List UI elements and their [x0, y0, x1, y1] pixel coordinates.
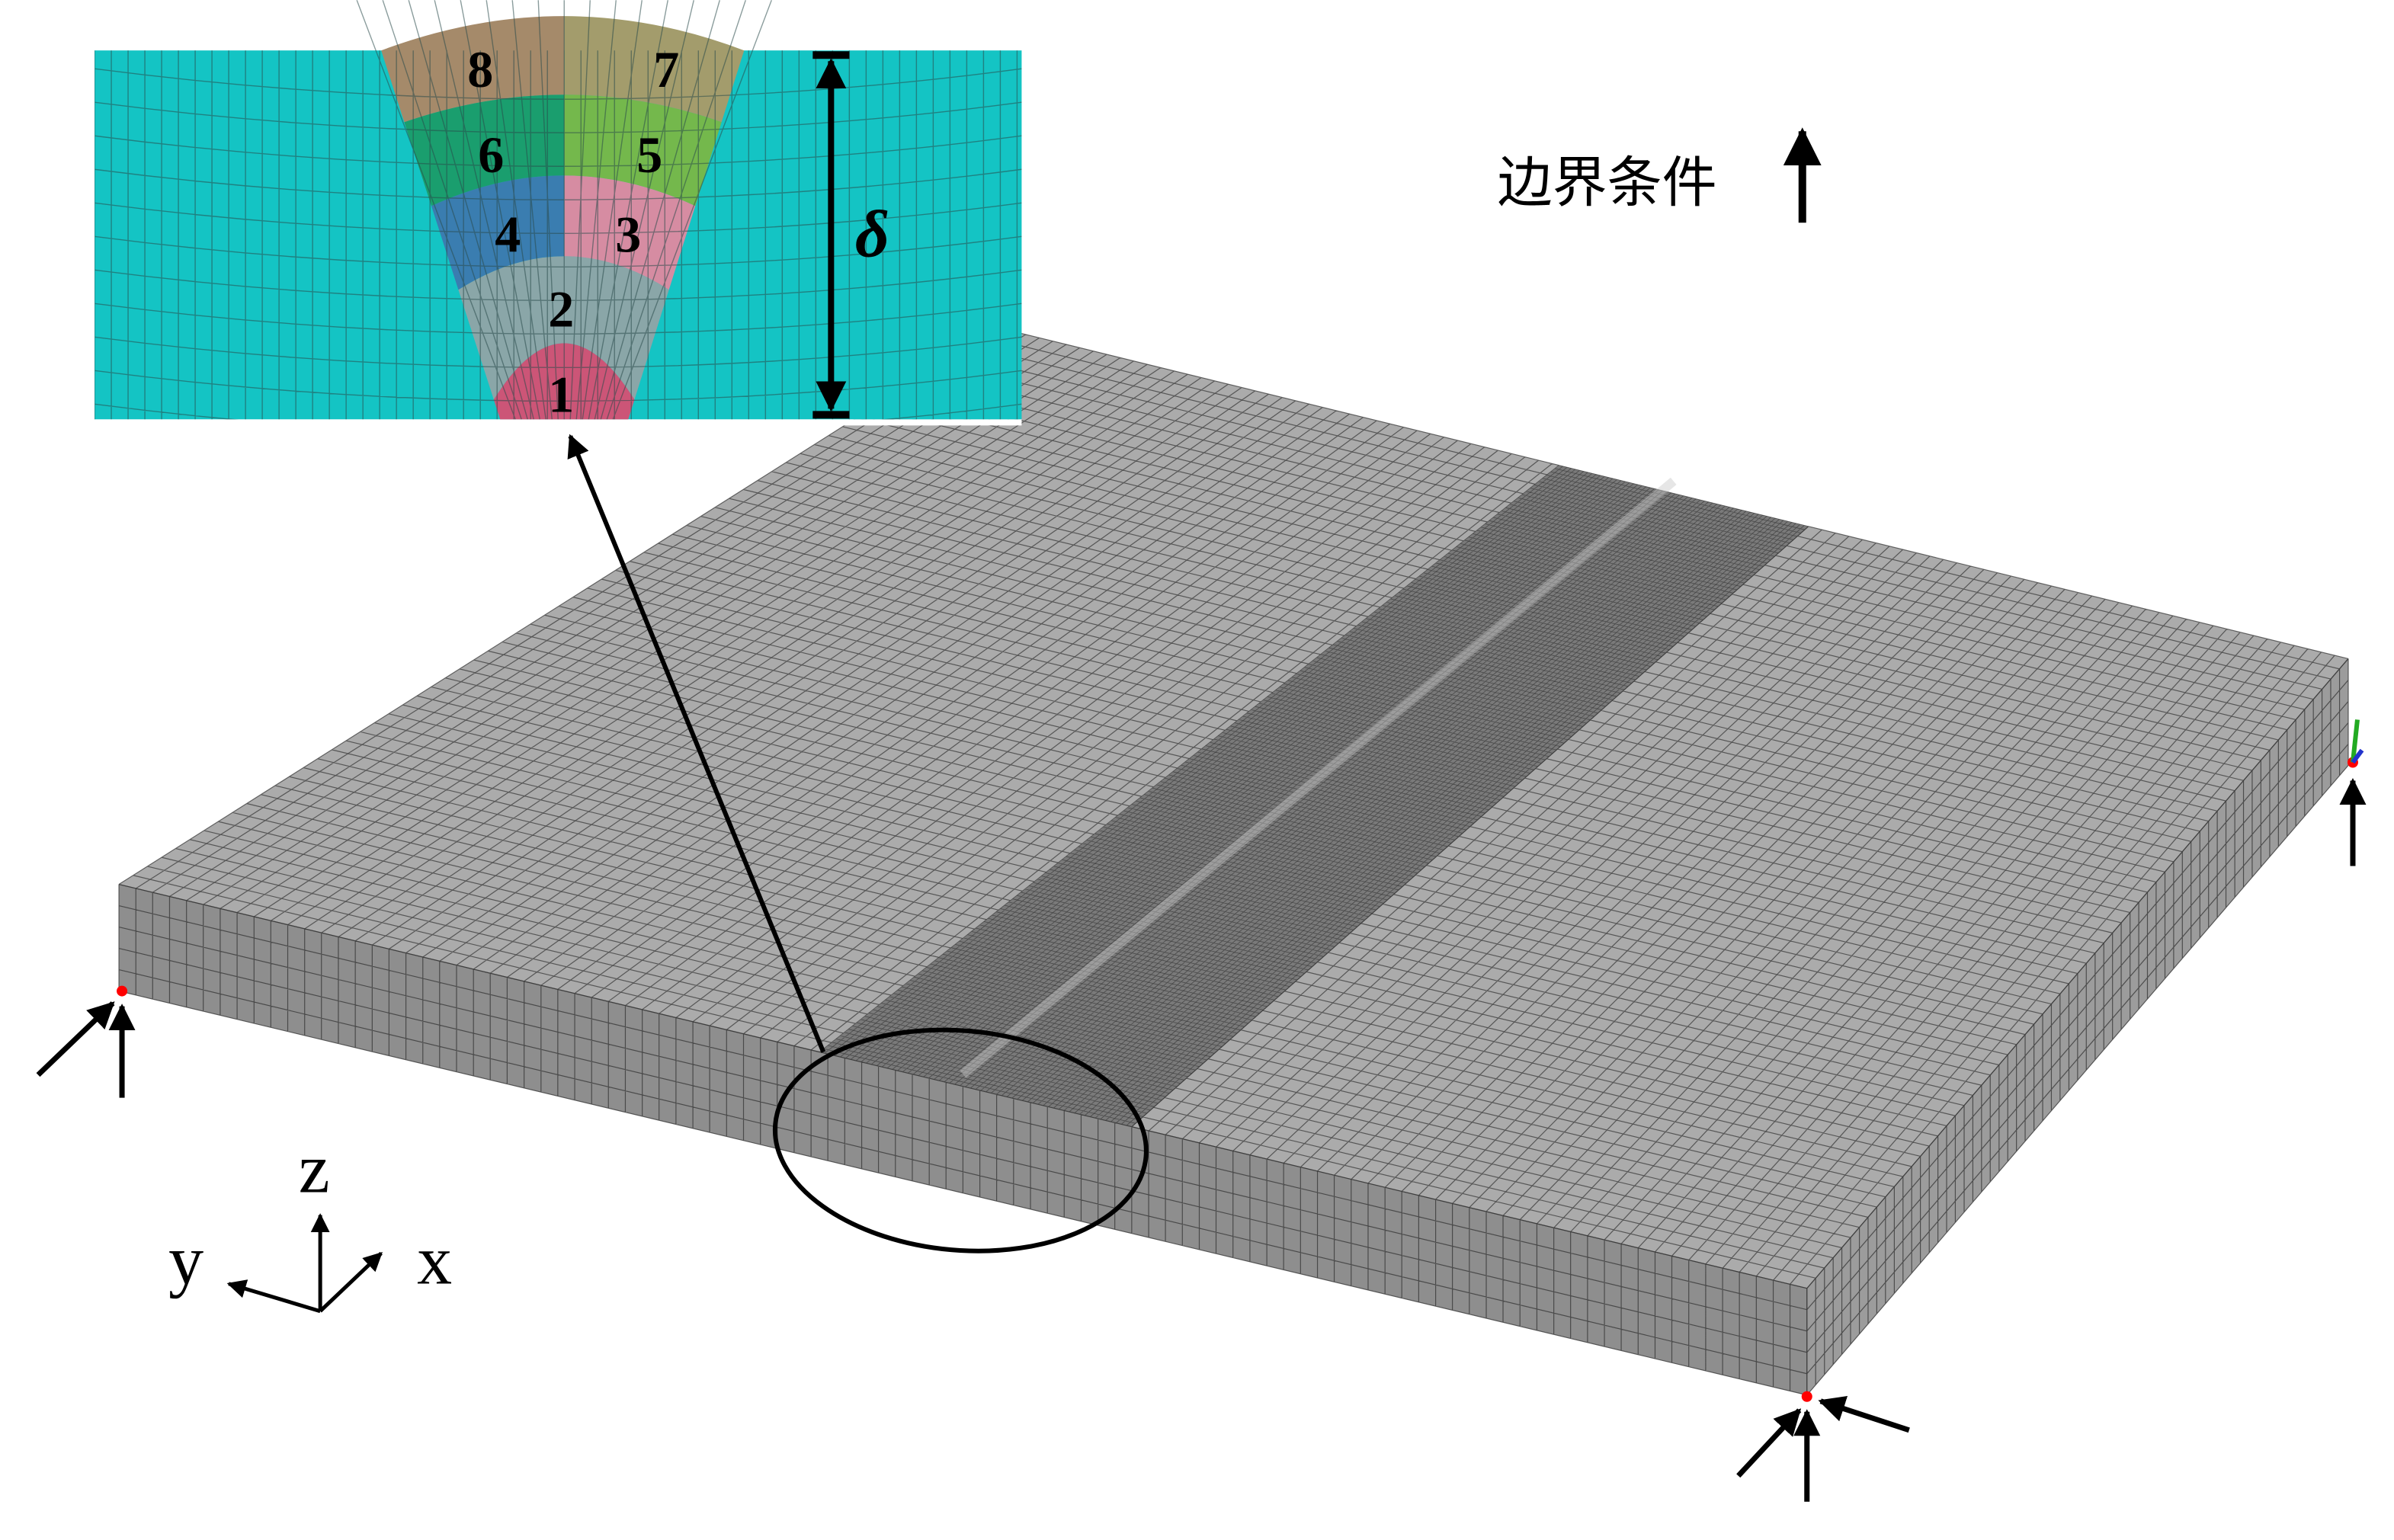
z-axis-label: z [299, 1130, 330, 1208]
constraints-front-right-corner [1736, 1391, 1910, 1502]
weld-pass-7 [564, 16, 745, 123]
pass-label-5: 5 [636, 126, 662, 184]
mesh-lines-front [118, 883, 1808, 1396]
mesh-lines-weld [819, 465, 1809, 1128]
thickness-symbol: δ [855, 197, 889, 271]
weld-cross-section-inset: 1 2 3 4 5 6 7 8 δ [95, 0, 1022, 426]
pass-label-7: 7 [653, 40, 679, 98]
legend-label: 边界条件 [1498, 150, 1717, 214]
thickness-dimension: δ [812, 51, 889, 419]
constraint-node [1801, 1391, 1812, 1402]
pass-label-8: 8 [467, 40, 493, 98]
x-axis-label: x [417, 1221, 452, 1299]
constraint-node [117, 985, 128, 997]
coordinate-axes: z x y [168, 1130, 452, 1314]
pass-label-3: 3 [615, 205, 641, 263]
pass-label-6: 6 [478, 126, 504, 184]
pass-label-4: 4 [495, 205, 521, 263]
boundary-condition-legend: 边界条件 [1498, 127, 1822, 223]
constraints-left-corner [36, 985, 136, 1098]
weld-pass-5 [564, 94, 722, 207]
x-axis-arrow [319, 1251, 383, 1313]
y-axis-label: y [168, 1221, 204, 1299]
mesh-lines-top [118, 327, 2349, 1289]
pass-label-1: 1 [548, 365, 574, 423]
mesh-lines-side [1806, 658, 2349, 1396]
mesh-triad-marker [2350, 719, 2360, 763]
plate-mesh [118, 327, 2349, 1396]
weld-bead-ridge [960, 477, 1677, 1078]
y-axis-arrow [226, 1279, 321, 1314]
leader-arrow [567, 434, 826, 1053]
cross-section-highlight-ellipse [772, 1027, 1149, 1253]
inset-mesh-lines [95, 0, 1022, 420]
weld-pass-8 [381, 16, 565, 123]
pass-label-2: 2 [548, 280, 574, 338]
constraints-back-right-corner [2339, 719, 2367, 866]
